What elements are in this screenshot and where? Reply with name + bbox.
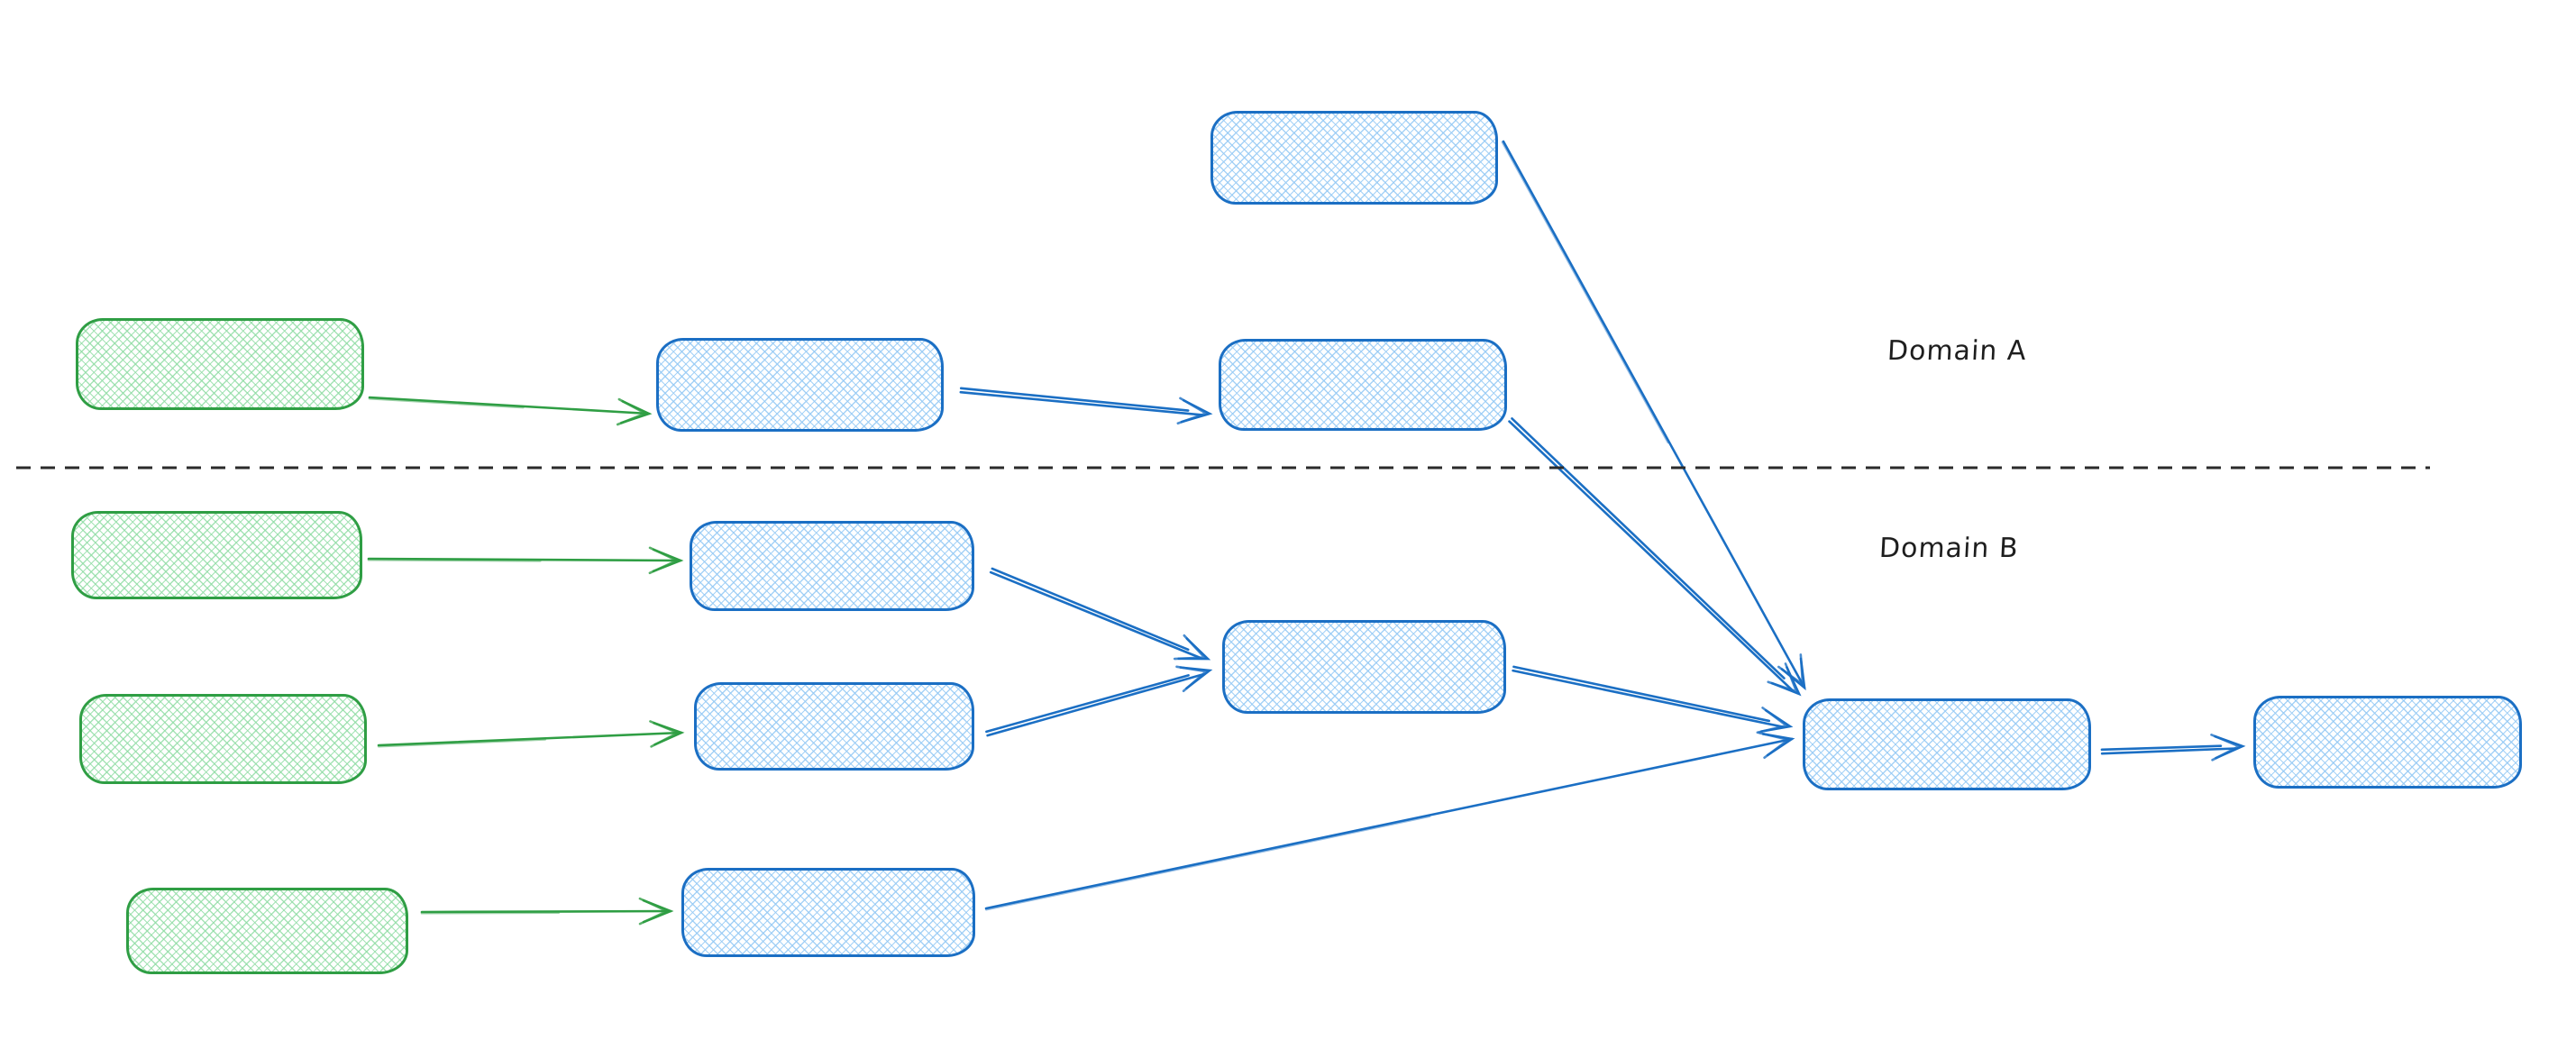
arrow-b1-to-merge-b[interactable] (989, 567, 1211, 661)
arrow-merge-main-to-final[interactable] (2100, 734, 2246, 762)
arrow-green-b3-to-b3[interactable] (420, 897, 674, 926)
arrowhead (1777, 653, 1804, 688)
arrow-stroke (984, 815, 1431, 911)
arrowhead (2210, 734, 2243, 762)
node-green-b2[interactable] (79, 694, 367, 784)
arrow-merge-b-to-merge-main[interactable] (1512, 665, 1794, 734)
node-merge-b[interactable] (1222, 620, 1506, 714)
arrow-green-b2-to-b2[interactable] (377, 720, 685, 748)
arrow-stroke (367, 557, 682, 562)
node-blue-b3[interactable] (681, 868, 975, 957)
node-merge-main[interactable] (1803, 698, 2091, 790)
arrow-green-b1-to-b1[interactable] (367, 546, 684, 575)
arrowhead (648, 546, 681, 575)
arrow-stroke (420, 911, 561, 915)
node-blue-b2[interactable] (694, 682, 974, 771)
arrowhead (1176, 397, 1210, 425)
arrow-stroke (367, 558, 542, 562)
arrowhead (1767, 662, 1799, 694)
arrow-b3-to-merge-main[interactable] (984, 731, 1795, 911)
arrow-stroke (2100, 747, 2237, 755)
arrow-stroke (1512, 669, 1785, 728)
arrow-stroke (420, 909, 672, 914)
arrow-stroke (377, 731, 683, 747)
arrow-stroke (991, 567, 1190, 652)
arrow-stroke (377, 738, 547, 748)
arrow-stroke (1502, 140, 1806, 689)
arrowhead (616, 397, 649, 426)
node-green-a[interactable] (76, 318, 364, 410)
arrowhead (638, 897, 671, 926)
arrow-stroke (984, 737, 1794, 910)
node-final[interactable] (2253, 696, 2522, 789)
arrowhead (1175, 665, 1210, 693)
arrow-stroke (368, 396, 651, 415)
arrow-stroke (1512, 665, 1771, 723)
node-top-blue[interactable] (1210, 111, 1498, 205)
arrow-stroke (1501, 141, 1669, 444)
arrow-b2-to-merge-b[interactable] (985, 665, 1213, 737)
node-blue-a1[interactable] (656, 338, 944, 432)
domain-b-label[interactable]: Domain B (1878, 533, 2020, 564)
arrow-stroke (368, 397, 525, 409)
arrowhead (1758, 731, 1792, 759)
domain-a-label[interactable]: Domain A (1886, 335, 2028, 367)
arrow-stroke (986, 672, 1205, 737)
arrow-top-blue-to-merge-main[interactable] (1501, 140, 1806, 691)
arrow-stroke (959, 387, 1190, 412)
arrow-stroke (2100, 744, 2223, 752)
node-blue-a2[interactable] (1219, 339, 1507, 431)
arrow-stroke (1508, 420, 1794, 692)
node-green-b3[interactable] (126, 888, 408, 974)
arrow-a1-to-a2[interactable] (959, 387, 1213, 425)
arrowhead (1173, 634, 1208, 661)
arrowhead (1756, 707, 1790, 734)
arrow-stroke (989, 570, 1202, 660)
arrow-a2-to-merge-main[interactable] (1508, 417, 1802, 697)
arrow-green-a-to-a1[interactable] (368, 396, 653, 426)
node-green-b1[interactable] (71, 511, 362, 599)
arrowhead (649, 720, 681, 748)
node-blue-b1[interactable] (690, 521, 974, 611)
arrow-stroke (1511, 417, 1786, 680)
arrow-stroke (985, 674, 1190, 734)
arrow-stroke (959, 390, 1204, 416)
